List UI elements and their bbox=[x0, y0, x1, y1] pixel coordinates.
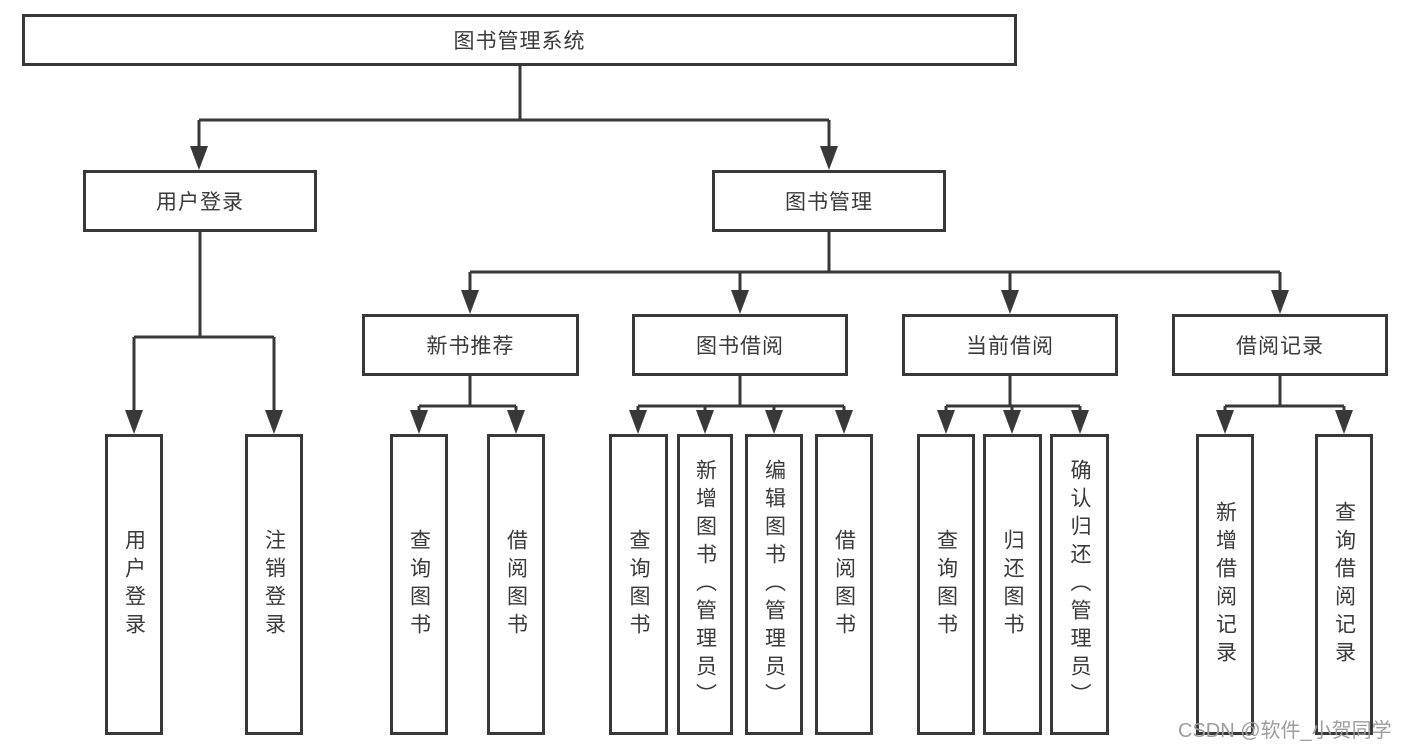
node-user-login: 用户登录 bbox=[83, 170, 317, 232]
leaf-label: 查询图书 bbox=[407, 528, 431, 641]
node-label: 借阅记录 bbox=[1236, 335, 1324, 358]
leaf-label: 归还图书 bbox=[1001, 528, 1024, 641]
node-borrow-records: 借阅记录 bbox=[1172, 314, 1388, 376]
leaf-label: 查询图书 bbox=[934, 528, 958, 641]
node-library-management-system: 图书管理系统 bbox=[22, 14, 1017, 66]
node-label: 图书管理 bbox=[785, 191, 873, 214]
connector-current-borrowing-children bbox=[937, 376, 1089, 434]
node-label: 用户登录 bbox=[156, 191, 244, 214]
node-label: 当前借阅 bbox=[966, 335, 1054, 358]
leaf-logout: 注销登录 bbox=[245, 434, 303, 735]
leaf-label: 借阅图书 bbox=[504, 528, 528, 641]
node-current-borrowing: 当前借阅 bbox=[902, 314, 1118, 376]
connector-borrow-records-children bbox=[1216, 376, 1353, 434]
leaf-query-books-recommend: 查询图书 bbox=[390, 434, 448, 735]
node-new-book-recommend: 新书推荐 bbox=[362, 314, 579, 376]
leaf-label: 确认归还（管理员） bbox=[1068, 458, 1091, 711]
leaf-add-books-admin: 新增图书（管理员） bbox=[677, 434, 733, 735]
leaf-label: 新增借阅记录 bbox=[1213, 500, 1237, 669]
leaf-label: 查询借阅记录 bbox=[1332, 500, 1356, 669]
leaf-confirm-return-admin: 确认归还（管理员） bbox=[1050, 434, 1109, 735]
leaf-label: 新增图书（管理员） bbox=[693, 458, 717, 711]
leaf-label: 查询图书 bbox=[627, 528, 650, 641]
leaf-label: 编辑图书（管理员） bbox=[762, 458, 786, 711]
leaf-label: 用户登录 bbox=[122, 528, 146, 641]
leaf-borrow-books-recommend: 借阅图书 bbox=[487, 434, 545, 735]
connector-root-to-level2 bbox=[190, 66, 838, 170]
watermark: CSDN @软件_小贺同学 bbox=[1178, 720, 1392, 742]
leaf-user-login: 用户登录 bbox=[105, 434, 163, 735]
node-label: 图书管理系统 bbox=[453, 30, 586, 53]
node-label: 新书推荐 bbox=[426, 335, 515, 358]
leaf-label: 借阅图书 bbox=[832, 528, 856, 641]
leaf-query-borrow-record: 查询借阅记录 bbox=[1315, 434, 1373, 735]
node-book-borrowing: 图书借阅 bbox=[632, 314, 848, 376]
connector-book-management-children bbox=[461, 232, 1289, 314]
leaf-edit-books-admin: 编辑图书（管理员） bbox=[745, 434, 803, 735]
leaf-query-books-current: 查询图书 bbox=[917, 434, 975, 735]
leaf-query-books-borrowing: 查询图书 bbox=[609, 434, 668, 735]
connector-new-book-recommend-children bbox=[410, 376, 525, 434]
node-label: 图书借阅 bbox=[696, 335, 784, 358]
connector-book-borrowing-children bbox=[629, 376, 853, 434]
leaf-label: 注销登录 bbox=[262, 528, 286, 641]
leaf-add-borrow-record: 新增借阅记录 bbox=[1196, 434, 1254, 735]
node-book-management: 图书管理 bbox=[712, 170, 946, 232]
leaf-borrow-books-borrowing: 借阅图书 bbox=[815, 434, 873, 735]
connector-user-login-children bbox=[125, 232, 283, 434]
leaf-return-books: 归还图书 bbox=[983, 434, 1042, 735]
